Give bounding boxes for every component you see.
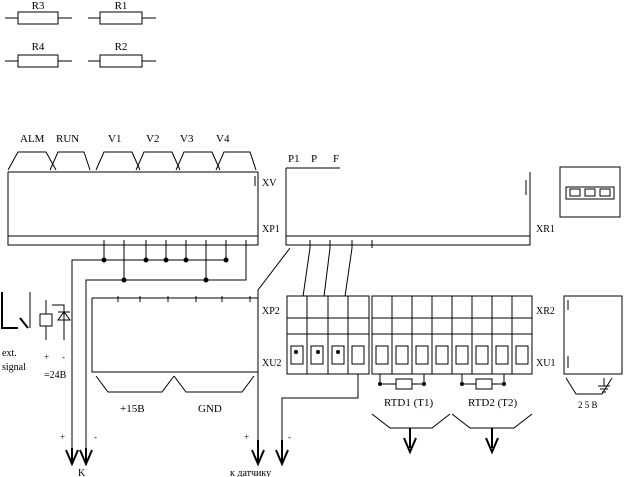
io-block: XR1 [285, 168, 555, 248]
k-label: K [78, 468, 86, 477]
ext-signal: ext. signal + - =24B [1, 292, 71, 381]
rtd2-label: RTD2 (T2) [468, 397, 517, 409]
k-minus-label: - [94, 432, 97, 442]
resistor-r4-label: R4 [32, 41, 45, 53]
led-v4-label: V4 [216, 133, 230, 145]
bottom-labels: + - K + - к датчику [60, 432, 291, 477]
led-run-label: RUN [56, 133, 79, 145]
resistor-r2-label: R2 [115, 41, 128, 53]
connector-xp2-label: XP2 [262, 306, 280, 317]
connector-xv-label: XV [262, 178, 277, 189]
resistor-legend: R3 R1 R4 R2 [5, 0, 156, 68]
ext-signal-label-1: ext. [2, 348, 17, 359]
terminal-block-xu1: XR2 XU1 RTD1 (T1) RTD2 (T2) [371, 295, 555, 455]
rtd1-label: RTD1 (T1) [384, 397, 433, 409]
ground-block: 2 5 B [563, 295, 623, 410]
connector-xu2-label: XU2 [262, 358, 281, 369]
ext-signal-label-2: signal [2, 362, 26, 373]
connector-xr1-label: XR1 [536, 224, 555, 235]
port-p-label: P [311, 153, 317, 165]
resistor-r1-label: R1 [115, 0, 128, 12]
resistor-r2: R2 [88, 41, 156, 68]
led-indicators: ALM RUN V1 V2 V3 V4 [7, 133, 257, 171]
k-plus-label: + [60, 432, 65, 442]
port-labels: P1 P F [286, 153, 340, 169]
ps-plus-label: + [44, 352, 49, 362]
port-p1-label: P1 [288, 153, 300, 165]
led-v2-label: V2 [146, 133, 159, 145]
controller-block: XV XP1 [7, 171, 280, 248]
power-plus15-label: +15B [120, 403, 145, 415]
sensor-plus-label: + [244, 432, 249, 442]
sensor-label: к датчику [230, 468, 271, 477]
resistor-r3: R3 [5, 0, 72, 25]
connector-xp1-label: XP1 [262, 224, 280, 235]
connector-xr2-label: XR2 [536, 306, 555, 317]
power-block: +15B GND [91, 296, 259, 415]
led-alm-label: ALM [20, 133, 45, 145]
resistor-r1: R1 [88, 0, 156, 25]
resistor-r3-label: R3 [32, 0, 45, 12]
terminal-block-xu2: XP2 XU2 [262, 295, 370, 375]
display-panel [559, 166, 621, 218]
power-gnd-label: GND [198, 403, 222, 415]
ps-24v-label: =24B [44, 370, 67, 381]
ps-minus-label: - [62, 352, 65, 362]
led-v1-label: V1 [108, 133, 121, 145]
left-wiring [65, 248, 247, 467]
port-f-label: F [333, 153, 339, 165]
sensor-minus-label: - [288, 432, 291, 442]
connector-xu1-label: XU1 [536, 358, 555, 369]
ground-label: 2 5 B [578, 400, 598, 410]
led-v3-label: V3 [180, 133, 194, 145]
resistor-r4: R4 [5, 41, 72, 68]
